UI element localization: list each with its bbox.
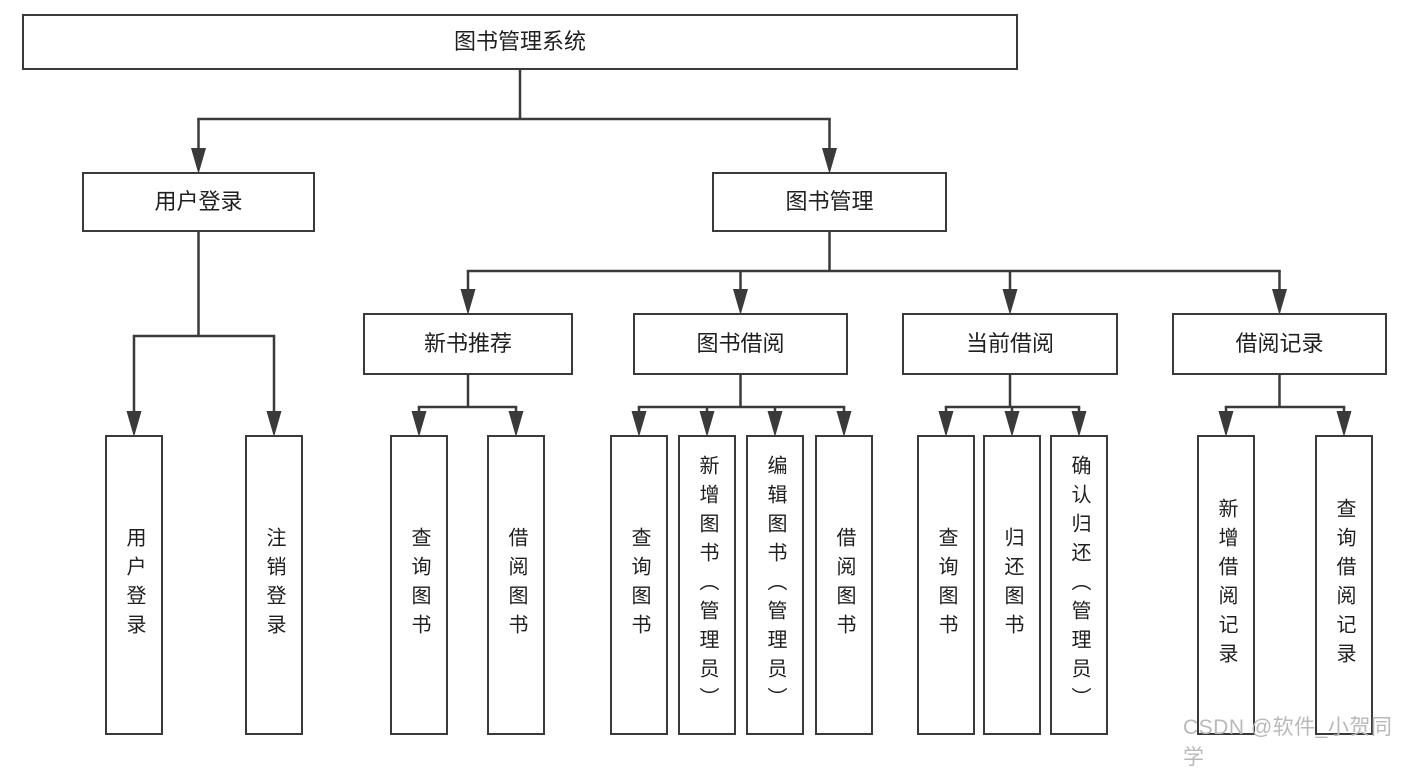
node-login: 用户登录 bbox=[105, 435, 163, 735]
arrowhead bbox=[126, 411, 142, 437]
node-logout: 注销登录 bbox=[245, 435, 303, 735]
arrowhead bbox=[1002, 289, 1018, 315]
arrowhead bbox=[1004, 411, 1020, 437]
arrowhead bbox=[822, 148, 837, 174]
arrowhead bbox=[938, 411, 954, 437]
arrowhead bbox=[1218, 411, 1234, 437]
arrowhead bbox=[1071, 411, 1087, 437]
node-br-add-record: 新增借阅记录 bbox=[1197, 435, 1255, 735]
node-user-login-branch: 用户登录 bbox=[82, 172, 315, 232]
arrowhead bbox=[631, 411, 647, 437]
node-current-borrow: 当前借阅 bbox=[902, 313, 1118, 375]
arrowhead bbox=[699, 411, 715, 437]
arrowhead bbox=[191, 148, 206, 174]
arrowhead bbox=[1272, 289, 1287, 315]
arrowhead bbox=[733, 289, 748, 315]
connector-layer bbox=[126, 69, 1352, 437]
node-rec-borrow-book: 借阅图书 bbox=[487, 435, 545, 735]
node-book-borrow: 图书借阅 bbox=[633, 313, 848, 375]
arrowhead bbox=[460, 289, 476, 315]
arrowhead bbox=[767, 411, 783, 437]
node-borrow-record: 借阅记录 bbox=[1172, 313, 1387, 375]
node-br-query-record: 查询借阅记录 bbox=[1315, 435, 1373, 735]
node-cb-return-book: 归还图书 bbox=[983, 435, 1041, 735]
node-bb-borrow-book: 借阅图书 bbox=[815, 435, 873, 735]
node-cb-query-book: 查询图书 bbox=[917, 435, 975, 735]
node-rec-query-book: 查询图书 bbox=[390, 435, 448, 735]
arrowhead bbox=[836, 411, 852, 437]
node-cb-confirm-return: 确认归还（管理员） bbox=[1050, 435, 1108, 735]
arrowhead bbox=[266, 411, 282, 437]
arrowhead bbox=[1336, 411, 1352, 437]
node-new-book-rec: 新书推荐 bbox=[363, 313, 573, 375]
node-bb-add-book: 新增图书（管理员） bbox=[678, 435, 736, 735]
node-layer: 图书管理系统用户登录图书管理新书推荐图书借阅当前借阅借阅记录用户登录注销登录查询… bbox=[22, 14, 1387, 735]
arrowhead bbox=[411, 411, 427, 437]
arrowhead bbox=[508, 411, 524, 437]
node-bb-edit-book: 编辑图书（管理员） bbox=[746, 435, 804, 735]
node-bb-query-book: 查询图书 bbox=[610, 435, 668, 735]
node-book-mgmt-branch: 图书管理 bbox=[712, 172, 947, 232]
node-root: 图书管理系统 bbox=[22, 14, 1018, 70]
diagram-canvas: 图书管理系统用户登录图书管理新书推荐图书借阅当前借阅借阅记录用户登录注销登录查询… bbox=[22, 14, 1392, 769]
